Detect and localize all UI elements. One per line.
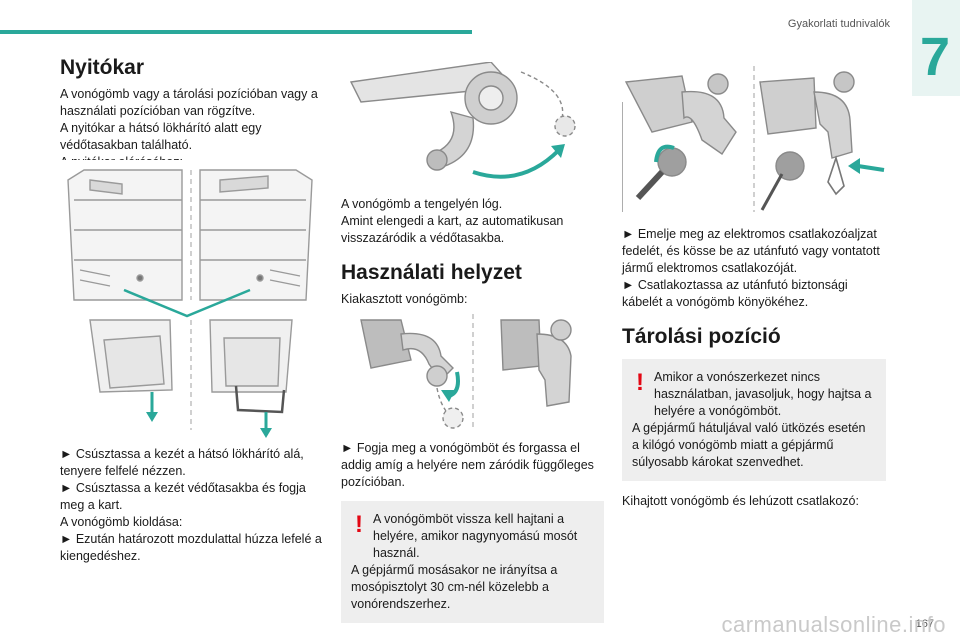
step: ► Csúsztassa a kezét a hátsó lökhárító a…	[60, 447, 304, 478]
chapter-title: Gyakorlati tudnivalók	[787, 18, 890, 30]
step: ► Emelje meg az elektromos csatlakozóalj…	[622, 227, 880, 275]
warning-box: ! A vonógömböt vissza kell hajtani a hel…	[341, 501, 604, 623]
electrical-connector-illustration	[622, 62, 886, 216]
section-heading-tarolasi-pozicio: Tárolási pozíció	[622, 325, 781, 348]
subtitle: Kiakasztott vonógömb:	[341, 292, 468, 306]
warning-box: ! Amikor a vonószerkezet nincs használat…	[622, 359, 886, 481]
step: ► Fogja meg a vonógömböt és forgassa el …	[341, 441, 594, 489]
warning-text: A gépjármű mosásakor ne irányítsa a mosó…	[351, 563, 558, 611]
tow-ball-hanging-illustration	[341, 62, 604, 188]
paragraph: A vonógömb vagy a tárolási pozícióban va…	[60, 87, 318, 118]
paragraph: Kihajtott vonógömb és lehúzott csatlakoz…	[622, 494, 859, 508]
caption: A vonógömb a tengelyén lóg.	[341, 197, 503, 211]
warning-text: Amikor a vonószerkezet nincs használatba…	[654, 370, 872, 418]
warning-text: A gépjármű hátuljával való ütközés eseté…	[632, 421, 866, 469]
tow-ball-rotate-illustration	[341, 310, 604, 432]
page-number: 167	[915, 618, 934, 630]
header-accent-rule	[0, 30, 472, 34]
warning-text: A vonógömböt vissza kell hajtani a helyé…	[373, 512, 578, 560]
caption: Amint elengedi a kart, az automatikusan …	[341, 214, 564, 245]
column-1: Nyitókar A vonógömb vagy a tárolási pozí…	[60, 56, 322, 171]
column-2-lower: ► Fogja meg a vonógömböt és forgassa el …	[341, 440, 604, 623]
column-2: A vonógömb a tengelyén lóg. Amint elenge…	[341, 196, 604, 308]
column-3: ► Emelje meg az elektromos csatlakozóalj…	[622, 226, 886, 510]
chapter-number: 7	[919, 27, 950, 87]
column-1-steps: ► Csúsztassa a kezét a hátsó lökhárító a…	[60, 446, 322, 565]
watermark: carmanualsonline.info	[721, 612, 946, 637]
chapter-tab	[912, 0, 960, 96]
step: ► Ezután határozott mozdulattal húzza le…	[60, 532, 322, 563]
paragraph: A nyitókar a hátsó lökhárító alatt egy v…	[60, 121, 262, 152]
step: ► Csatlakoztassa az utánfutó biztonsági …	[622, 278, 848, 309]
paragraph: A vonógömb kioldása:	[60, 515, 183, 529]
section-heading-nyitokar: Nyitókar	[60, 56, 145, 79]
warning-icon: !	[355, 511, 363, 538]
step: ► Csúsztassa a kezét védőtasakba és fogj…	[60, 481, 306, 512]
section-heading-hasznalati-helyzet: Használati helyzet	[341, 261, 522, 284]
bumper-lever-illustration	[60, 160, 322, 442]
warning-icon: !	[636, 369, 644, 396]
